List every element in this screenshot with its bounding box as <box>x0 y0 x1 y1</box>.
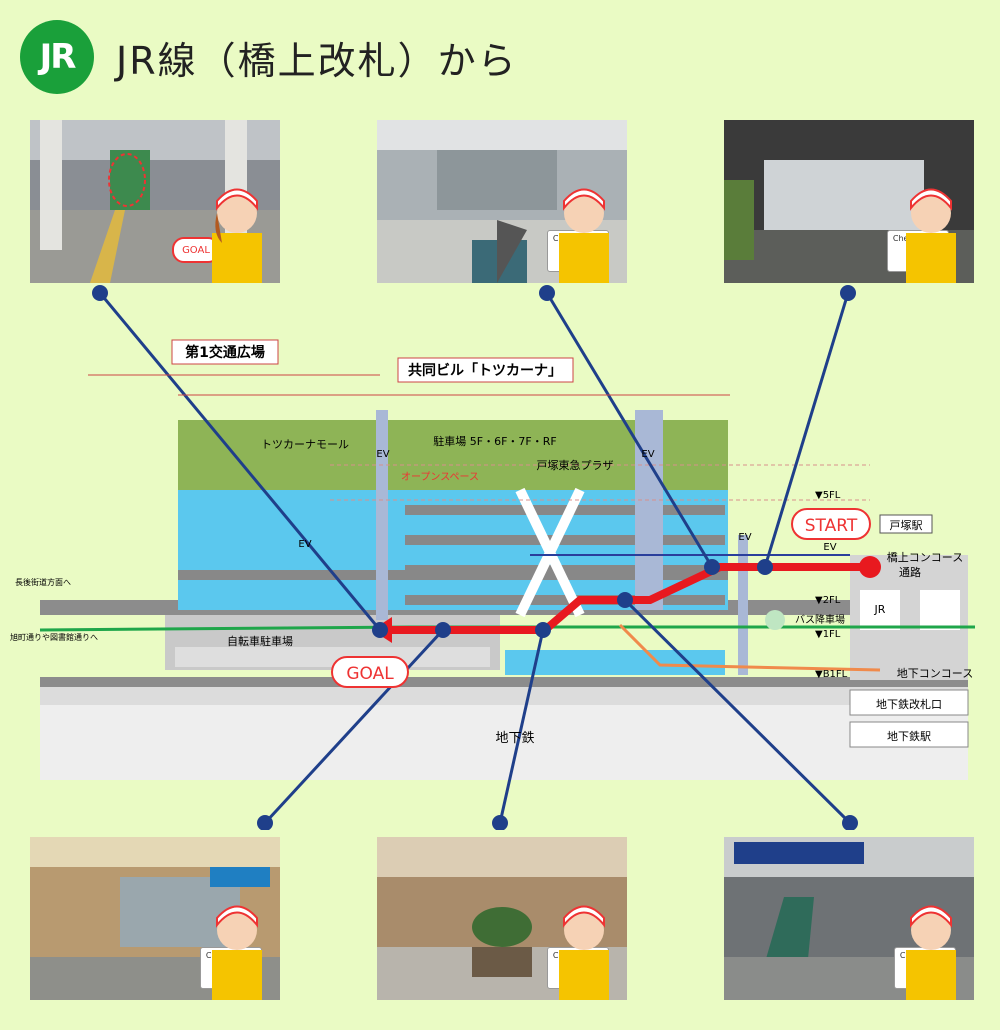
elevator-shaft <box>376 410 388 620</box>
goal-label: GOAL <box>346 664 394 684</box>
goal-badge <box>331 656 409 688</box>
leader-dot <box>92 285 108 301</box>
photo-top-center: Check Point! <box>377 120 627 283</box>
leader-lines <box>98 292 852 825</box>
bus-icon <box>765 610 785 630</box>
label-chika-concourse: 地下コンコース <box>897 667 973 680</box>
label-ev: EV <box>738 532 751 543</box>
floor-label-5fl: ▼5FL <box>815 490 841 501</box>
label-ev: EV <box>823 542 836 553</box>
escalator-area-image <box>377 120 627 283</box>
guide-character-icon <box>212 905 262 1000</box>
label-open-space: オープンスペース <box>401 471 479 483</box>
label-dai1-koutsu: 第1交通広場 <box>185 344 265 361</box>
label-ev: EV <box>376 449 389 460</box>
label-bus: バス降車場 <box>795 613 845 626</box>
station-cross-section-diagram: 第1交通広場 共同ビル「トツカーナ」 トツカーナモール 駐車場 5F・6F・7F… <box>10 285 975 830</box>
label-bicycle: 自転車駐車場 <box>227 634 293 648</box>
start-badge <box>791 508 871 540</box>
label-kyoudou-biru: 共同ビル「トツカーナ」 <box>408 362 562 379</box>
photo-bottom-right: Check Point! <box>724 837 974 1000</box>
photo-top-left: GOAL <box>30 120 280 283</box>
label-ev: EV <box>641 449 654 460</box>
label-tsuuro: 通路 <box>899 566 921 579</box>
photo-top-right: Check Point! <box>724 120 974 283</box>
guide-character-icon <box>559 188 609 283</box>
floor-label-b1fl: ▼B1FL <box>815 669 848 680</box>
photo-bottom-center: Check Point! <box>377 837 627 1000</box>
label-chikatetsu: 地下鉄 <box>495 731 534 746</box>
label-asahimachi: 旭町通りや図書館通りへ <box>10 632 98 642</box>
guide-character-icon <box>906 905 956 1000</box>
label-chika-kaisatsu: 地下鉄改札口 <box>876 697 942 711</box>
start-point <box>859 556 881 578</box>
escalator-cross <box>515 487 585 618</box>
start-label: START <box>805 516 858 536</box>
label-totsukana-mall: トツカーナモール <box>261 438 349 451</box>
guide-character-icon <box>906 188 956 283</box>
route-red <box>385 563 870 634</box>
route-orange <box>618 623 881 672</box>
label-chikatetsu-eki: 地下鉄駅 <box>887 729 931 743</box>
label-tokyu-plaza: 戸塚東急プラザ <box>537 458 614 472</box>
label-jr: JR <box>874 603 886 616</box>
label-box <box>171 339 279 365</box>
header: JR JR線（橋上改札）から <box>20 20 518 94</box>
guide-character-icon <box>559 905 609 1000</box>
photo-bottom-left: Check Point! <box>30 837 280 1000</box>
jr-logo: JR <box>20 20 94 94</box>
label-kyojo-concourse: 橋上コンコース <box>887 550 963 564</box>
guide-character-icon <box>212 188 262 283</box>
label-ev: EV <box>298 539 311 550</box>
page-title: JR線（橋上改札）から <box>116 38 518 83</box>
floor-label-1fl: ▼1FL <box>815 629 841 640</box>
label-nagago: 長後街道方面へ <box>15 577 71 587</box>
label-parking: 駐車場 5F・6F・7F・RF <box>433 434 556 448</box>
floor-label-2fl: ▼2FL <box>815 595 841 606</box>
label-totsuka-station: 戸塚駅 <box>890 519 923 532</box>
